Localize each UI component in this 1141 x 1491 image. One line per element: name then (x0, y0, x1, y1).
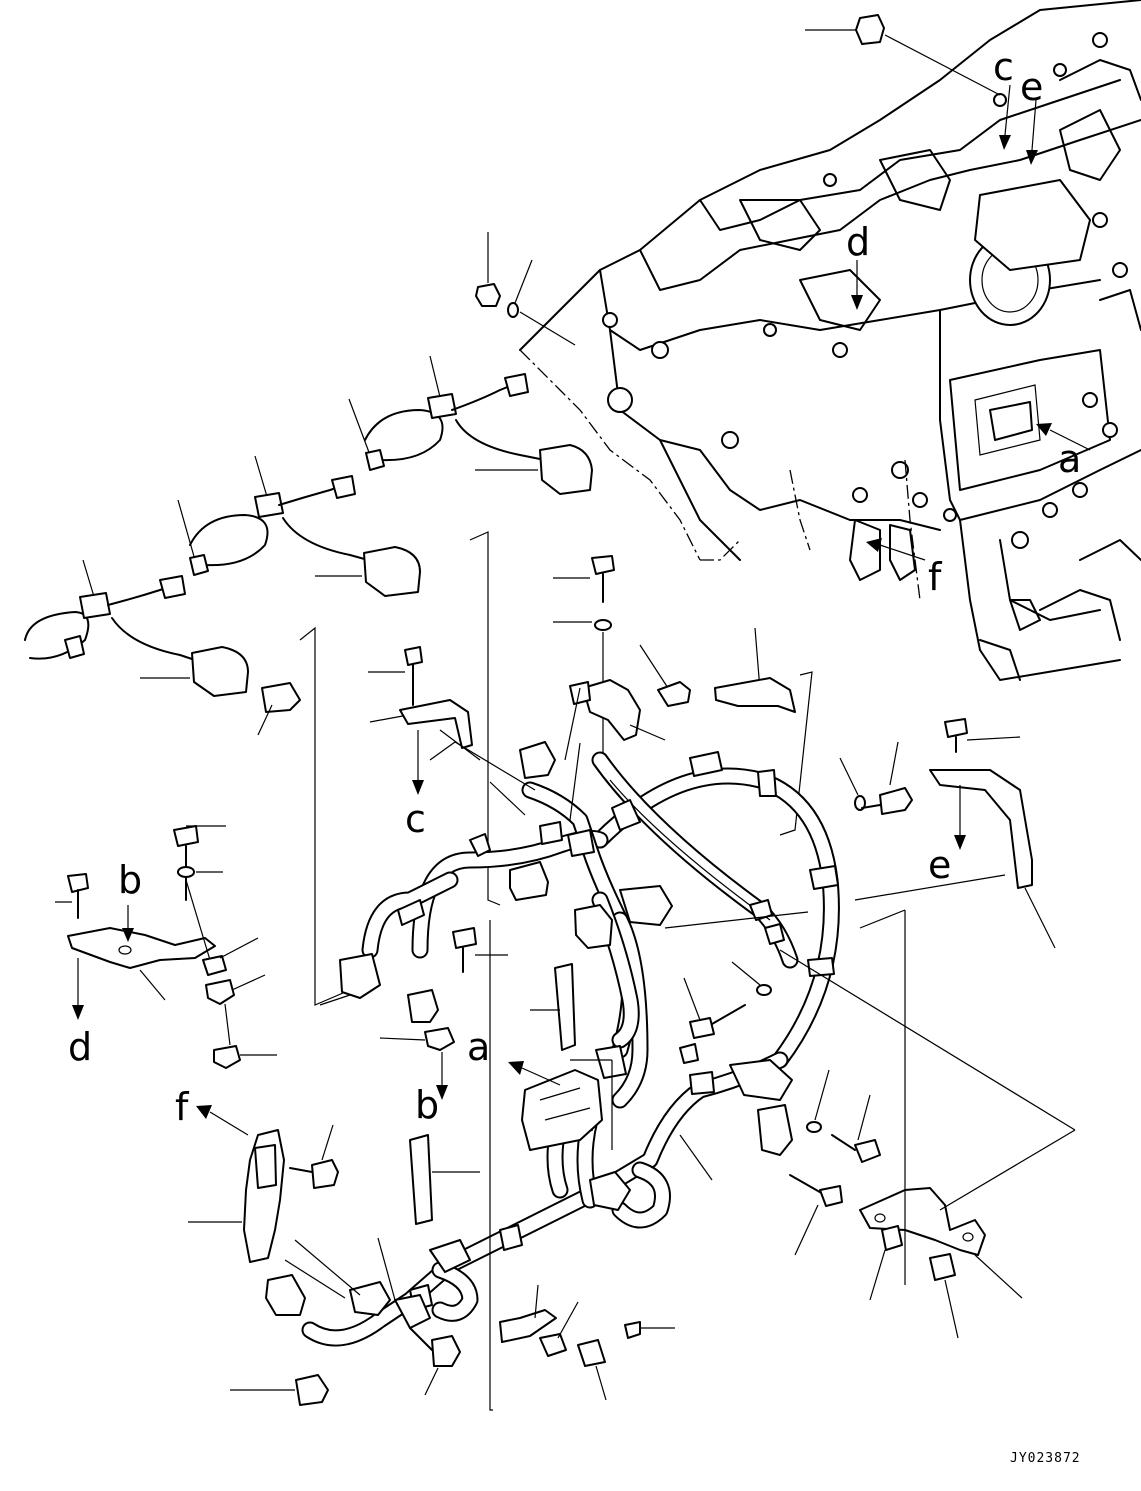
bracket-vertical-2 (409, 1134, 480, 1225)
label-d-left: d (68, 1025, 92, 1069)
bolt-center (553, 555, 615, 760)
label-b-left: b (118, 858, 142, 902)
main-harness (265, 741, 840, 1347)
sensor-harness-3 (24, 559, 301, 736)
clips-left (202, 937, 277, 1069)
stud-bolt (789, 1174, 843, 1256)
label-c-top: c (993, 45, 1014, 89)
bracket-c (368, 646, 481, 795)
bolt-long-left (173, 825, 226, 961)
washer-bolt-lower-right (806, 1069, 881, 1163)
bolt-f (289, 1124, 339, 1189)
label-c-mid: c (405, 797, 426, 841)
label-a-top: a (1058, 437, 1081, 481)
drawing-code: JY023872 (1010, 1451, 1081, 1466)
label-b-mid: b (415, 1083, 439, 1127)
bracket-d (55, 873, 216, 1020)
grommet-oring (475, 232, 576, 346)
bracket-top-right (714, 627, 813, 836)
callout-labels: c e d a f c e b d a b f (68, 45, 1081, 1129)
engine-block (519, 0, 1141, 681)
sensor-harness-1 (348, 355, 593, 495)
clamp-upper (569, 644, 691, 741)
bracket-f (188, 1129, 361, 1299)
bracket-e (929, 718, 1056, 949)
bolt-long-middle (683, 961, 772, 1039)
label-f-top: f (928, 555, 943, 599)
washer-bolt-right (839, 741, 913, 815)
bracket-lower-right (859, 1187, 1023, 1339)
bottom-parts (230, 1237, 675, 1406)
lead-lines (319, 687, 1076, 1411)
label-a-mid: a (467, 1025, 490, 1069)
plug-top (805, 14, 1001, 96)
label-e-mid: e (928, 843, 951, 887)
sensor-harness-2 (177, 455, 421, 597)
label-d-top: d (846, 220, 870, 264)
bolt-b (379, 927, 508, 1100)
bracket-vertical-1 (530, 963, 576, 1051)
label-f-left: f (175, 1085, 190, 1129)
arrows (196, 84, 1091, 1136)
label-e-top: e (1020, 65, 1043, 109)
